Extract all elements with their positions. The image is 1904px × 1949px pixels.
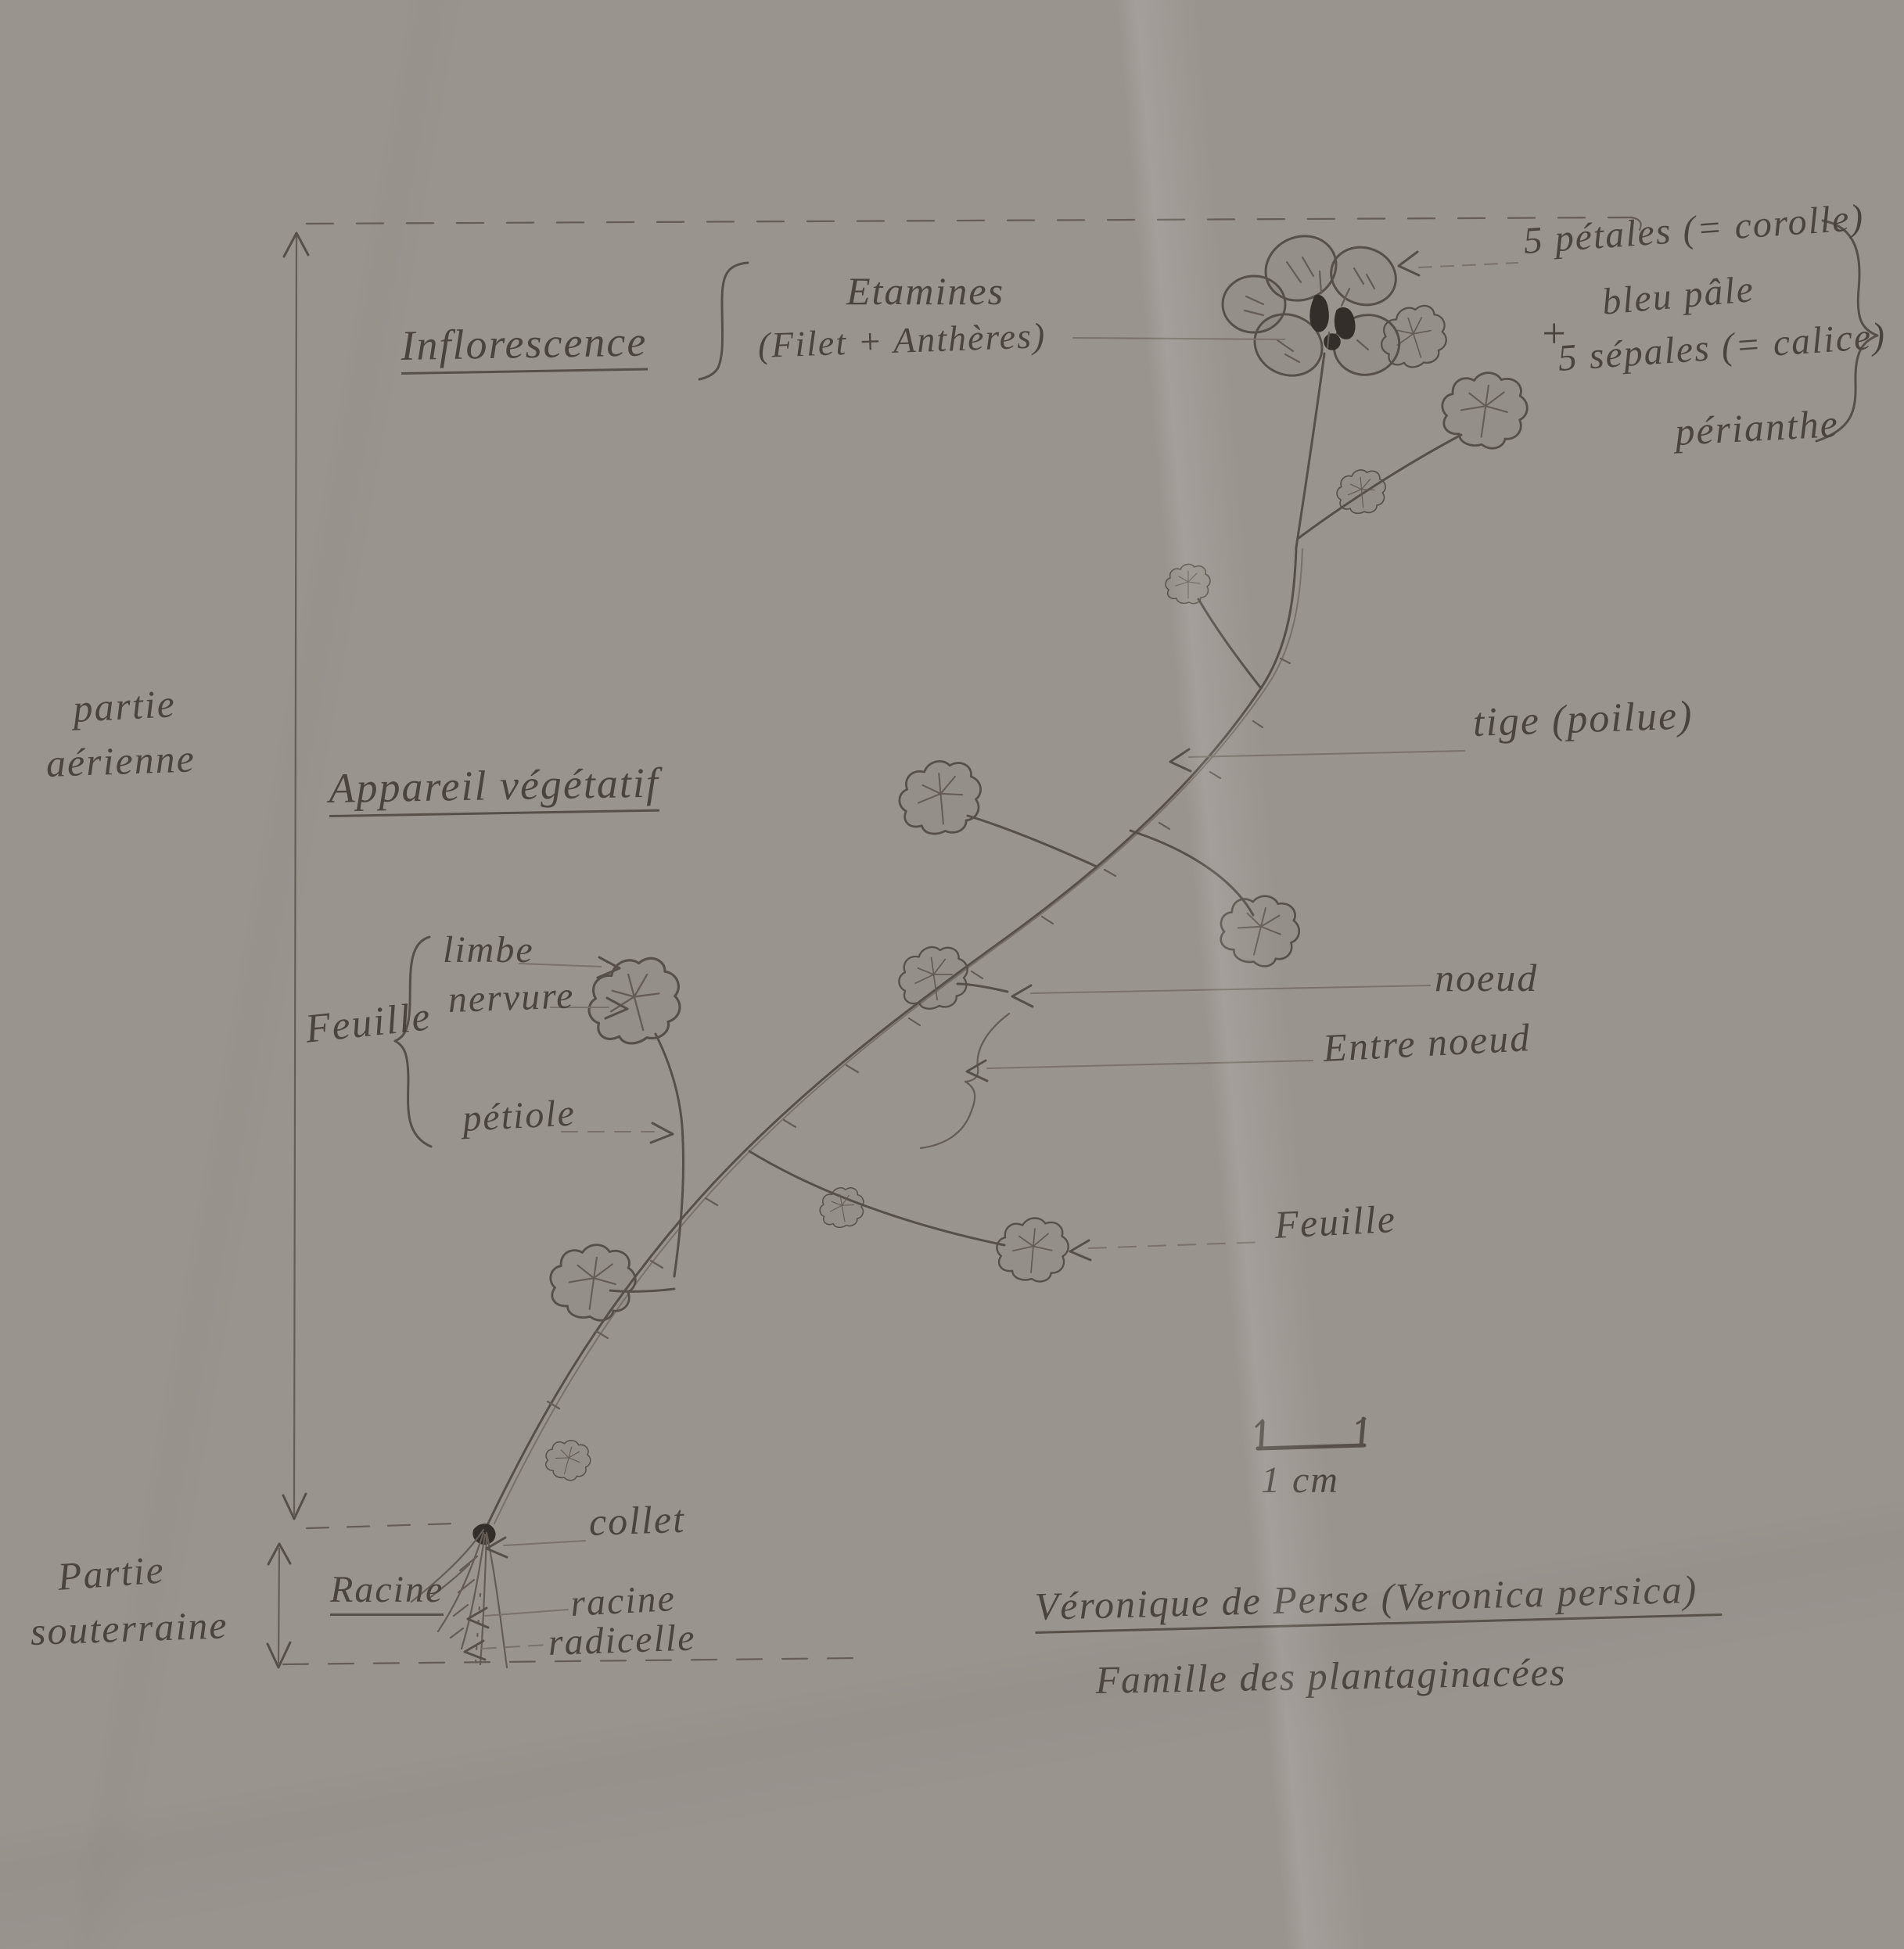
- plant-sketch: [410, 235, 1533, 1669]
- limbe-label: limbe: [443, 929, 534, 971]
- flower: [1221, 235, 1401, 377]
- petiole-label: pétiole: [461, 1092, 577, 1140]
- nervure-label: nervure: [447, 974, 576, 1021]
- scale-value-label: 1 cm: [1261, 1459, 1339, 1501]
- vegetative-apparatus-label: Appareil végétatif: [329, 759, 660, 817]
- scale-bar: [1255, 1416, 1367, 1451]
- underground-part-label-line2: souterraine: [29, 1603, 229, 1653]
- aerial-part-label-line2: aérienne: [45, 736, 196, 785]
- braces: [393, 219, 1879, 1148]
- measurement-lines: [266, 216, 1642, 1669]
- noeud-label: noeud: [1435, 956, 1539, 1000]
- roots: [410, 1524, 508, 1669]
- aerial-part-label-line1: partie: [71, 681, 178, 730]
- radicelle-label: radicelle: [547, 1617, 697, 1664]
- tige-label: tige (poilue): [1471, 693, 1694, 745]
- family-subtitle: Famille des plantaginacées: [1094, 1649, 1567, 1702]
- collet-label: collet: [587, 1496, 686, 1544]
- etamines-label: Etamines: [846, 269, 1005, 313]
- racine-label: racine: [569, 1577, 677, 1624]
- leader-lines: [463, 250, 1518, 1661]
- plus-sign: +: [1539, 310, 1570, 357]
- feuille-label: Feuille: [1273, 1196, 1398, 1247]
- underground-part-label-line1: Partie: [56, 1547, 167, 1599]
- inflorescence-label: Inflorescence: [401, 318, 648, 375]
- root-section-label: Racine: [330, 1570, 444, 1617]
- perianth-label: périanthe: [1673, 401, 1841, 454]
